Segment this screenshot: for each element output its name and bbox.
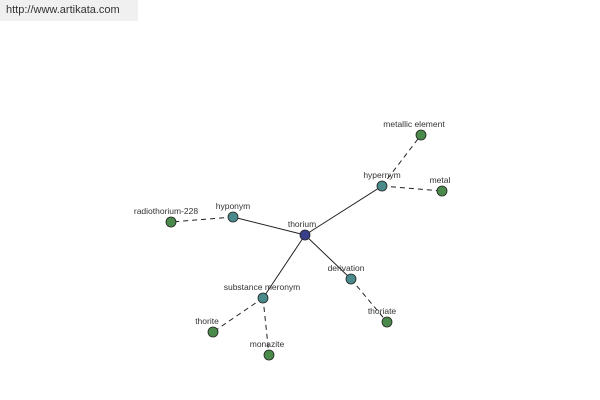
edge-thorium-substance-meronym xyxy=(262,234,306,299)
node-thoriate[interactable]: thoriate xyxy=(368,306,397,328)
node-metal-label: metal xyxy=(430,175,451,185)
edge-thorium-hyponym xyxy=(232,216,306,236)
node-monazite[interactable]: monazite xyxy=(250,339,285,361)
node-metallic-element[interactable]: metallic element xyxy=(383,119,445,141)
node-hypernym-dot xyxy=(376,180,388,192)
edge-derivation-thoriate xyxy=(350,278,388,323)
node-metallic-element-label: metallic element xyxy=(383,119,445,129)
node-metallic-element-dot xyxy=(415,129,427,141)
node-derivation-dot xyxy=(345,273,357,285)
node-thorium-dot xyxy=(299,229,311,241)
node-thorium[interactable]: thorium xyxy=(288,219,316,241)
edge-meronym-monazite xyxy=(262,297,270,356)
edge-thorium-hypernym xyxy=(304,185,383,236)
node-hyponym-label: hyponym xyxy=(216,201,251,211)
node-hypernym[interactable]: hypernym xyxy=(363,170,401,192)
node-derivation[interactable]: derivation xyxy=(328,263,365,285)
node-thorite-dot xyxy=(207,326,219,338)
node-metal-dot xyxy=(436,185,448,197)
edge-thorium-derivation xyxy=(304,234,352,280)
edge-hyponym-radiothorium xyxy=(170,216,234,223)
node-monazite-label: monazite xyxy=(250,339,285,349)
edge-meronym-thorite xyxy=(212,297,264,333)
site-url-link[interactable]: http://www.artikata.com xyxy=(0,0,138,21)
node-thoriate-label: thoriate xyxy=(368,306,397,316)
node-substance-meronym-dot xyxy=(257,292,269,304)
node-thorite-label: thorite xyxy=(195,316,219,326)
node-thorium-label: thorium xyxy=(288,219,316,229)
node-thoriate-dot xyxy=(381,316,393,328)
node-radiothorium-228-dot xyxy=(165,216,177,228)
edge-hypernym-metal xyxy=(381,185,443,192)
node-derivation-label: derivation xyxy=(328,263,365,273)
node-radiothorium-228-label: radiothorium-228 xyxy=(134,206,199,216)
node-hyponym[interactable]: hyponym xyxy=(216,201,251,223)
node-thorite[interactable]: thorite xyxy=(195,316,219,338)
node-radiothorium-228[interactable]: radiothorium-228 xyxy=(134,206,199,228)
node-metal[interactable]: metal xyxy=(430,175,451,197)
node-hypernym-label: hypernym xyxy=(363,170,400,180)
edge-hypernym-metallic-element xyxy=(381,134,422,187)
node-monazite-dot xyxy=(263,349,275,361)
node-substance-meronym[interactable]: substance meronym xyxy=(224,282,301,304)
node-substance-meronym-label: substance meronym xyxy=(224,282,301,292)
node-hyponym-dot xyxy=(227,211,239,223)
